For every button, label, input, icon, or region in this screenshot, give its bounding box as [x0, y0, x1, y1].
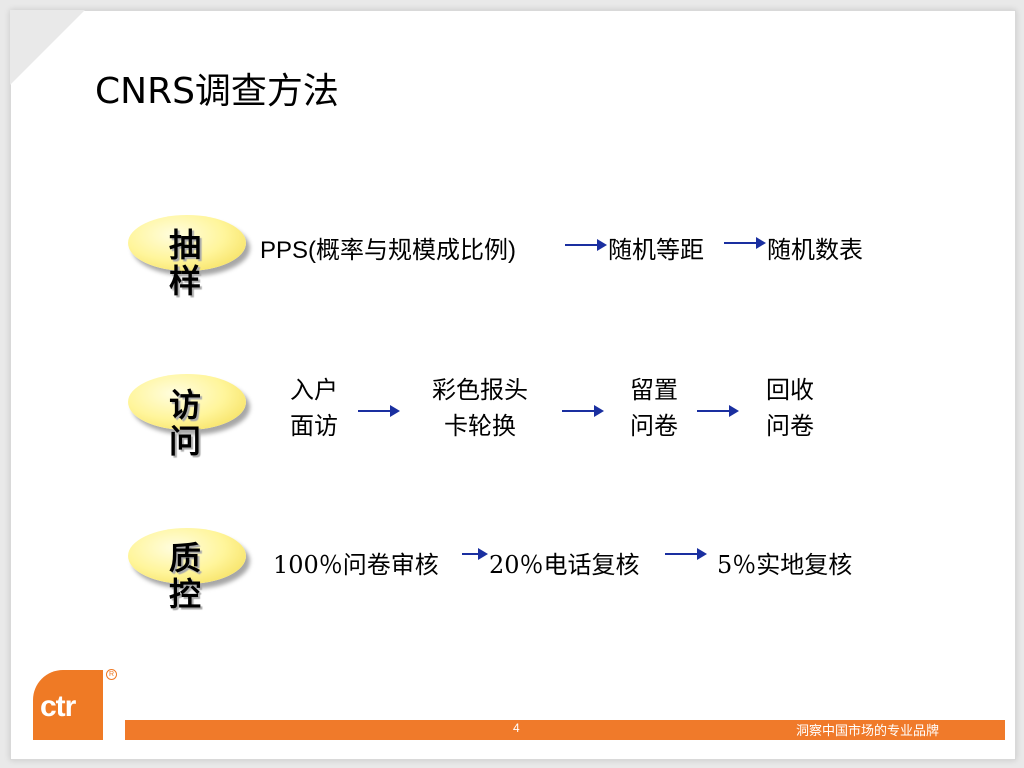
- sampling-step-systematic: 随机等距: [608, 236, 704, 264]
- qc-step-questionnaire-review: 100％问卷审核: [273, 551, 439, 579]
- interview-arrow-1: [358, 405, 400, 417]
- interview-label-1: 访: [168, 386, 201, 424]
- interview-step-collect: 回收 问卷: [766, 376, 814, 440]
- sampling-step-pps: PPS(概率与规模成比例): [260, 237, 517, 264]
- registered-mark-icon: R: [106, 669, 117, 680]
- ctr-logo: [33, 670, 103, 740]
- qc-label-1: 质: [168, 539, 201, 577]
- sampling-label-2: 样: [168, 262, 201, 300]
- qc-arrow-2: [665, 548, 707, 560]
- qc-step-field-check: 5％实地复核: [717, 551, 853, 579]
- slide-corner-cut: [10, 10, 85, 85]
- sampling-step-random-table: 随机数表: [767, 236, 863, 264]
- ctr-logo-text: ctr: [40, 690, 76, 723]
- interview-label-2: 问: [168, 422, 201, 460]
- qc-label-2: 控: [168, 575, 201, 613]
- interview-step-leave-behind: 留置 问卷: [630, 376, 678, 440]
- sampling-label-1: 抽: [168, 226, 201, 264]
- sampling-pill: [128, 215, 246, 271]
- sampling-arrow-2: [724, 237, 766, 249]
- interview-arrow-2: [562, 405, 604, 417]
- footer-slogan: 洞察中国市场的专业品牌: [796, 724, 940, 739]
- interview-arrow-3: [697, 405, 739, 417]
- qc-step-phone-check: 20％电话复核: [489, 551, 640, 579]
- interview-step-household: 入户 面访: [290, 376, 338, 440]
- qc-pill: [128, 528, 246, 584]
- interview-step-showcard: 彩色报头 卡轮换: [432, 376, 528, 440]
- qc-arrow-1: [462, 548, 488, 560]
- page-number: 4: [513, 721, 520, 735]
- page-title: CNRS调查方法: [95, 71, 339, 112]
- interview-pill: [128, 374, 246, 430]
- sampling-arrow-1: [565, 239, 607, 251]
- footer-bar: [125, 720, 1005, 740]
